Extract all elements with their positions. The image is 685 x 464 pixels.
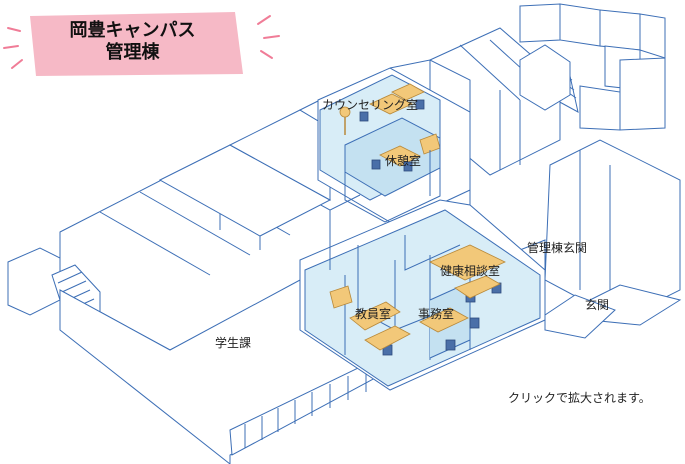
label-counseling-room[interactable]: カウンセリング室 [322, 98, 419, 112]
click-to-enlarge-hint: クリックで拡大されます。 [508, 391, 651, 405]
map-title-line1: 岡豊キャンパス [69, 20, 196, 41]
title-card [30, 12, 243, 76]
label-main-entrance[interactable]: 管理棟玄関 [527, 241, 588, 255]
label-entrance[interactable]: 玄関 [585, 298, 610, 312]
label-rest-room[interactable]: 休憩室 [385, 154, 422, 168]
label-health-room[interactable]: 健康相談室 [440, 264, 501, 278]
admin-offices-block [299, 199, 546, 391]
map-title-line2: 管理棟 [105, 42, 160, 63]
ray-burst-icon [3, 15, 280, 69]
label-office[interactable]: 事務室 [418, 307, 455, 321]
map-title: 岡豊キャンパス 管理棟 [30, 16, 235, 72]
corridor-walls [329, 59, 471, 270]
east-wing [519, 3, 666, 131]
counseling-block [317, 67, 471, 226]
label-teachers-room[interactable]: 教員室 [355, 307, 392, 321]
label-student-affairs[interactable]: 学生課 [215, 336, 252, 350]
